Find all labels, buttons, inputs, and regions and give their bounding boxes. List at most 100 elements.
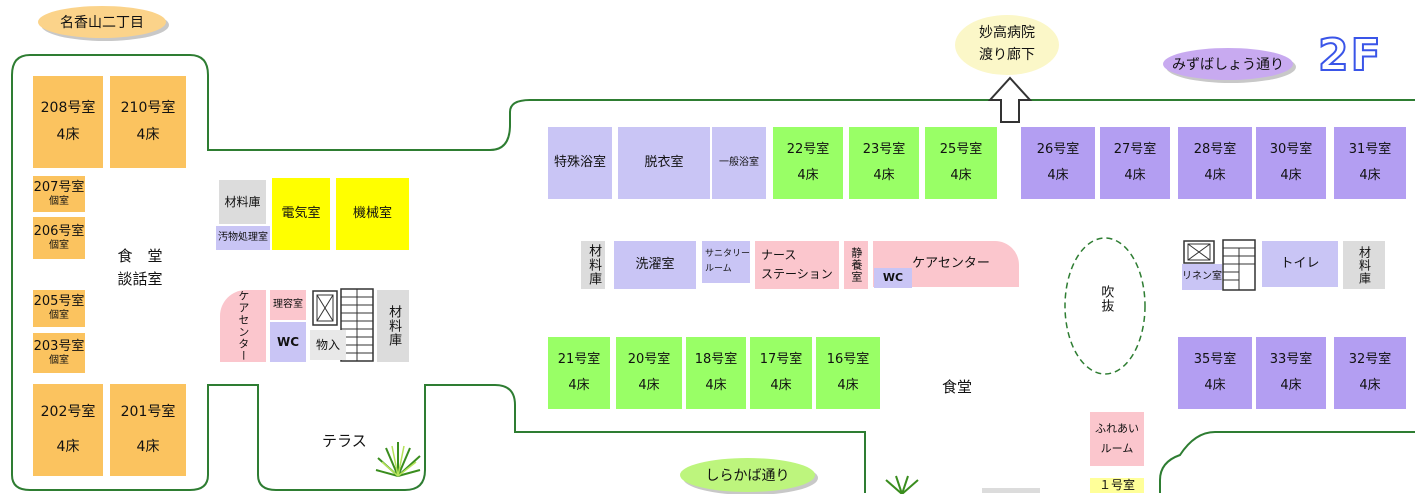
storage-right[interactable]: 材料庫 xyxy=(1343,241,1385,289)
room-33-name: 33号室 xyxy=(1269,351,1313,367)
room-208-beds: 4床 xyxy=(56,127,80,143)
room-33[interactable]: 33号室 4床 xyxy=(1256,337,1326,409)
room-30[interactable]: 30号室 4床 xyxy=(1256,127,1326,199)
elevator-icon-right xyxy=(1183,240,1215,264)
room-32-beds: 4床 xyxy=(1359,378,1381,393)
dining-left-line1: 食 堂 xyxy=(117,246,163,265)
room-207[interactable]: 207号室 個室 xyxy=(33,176,85,212)
soiled-utility-room[interactable]: 汚物処理室 xyxy=(216,226,270,250)
room-16-beds: 4床 xyxy=(837,378,859,393)
room-20-name: 20号室 xyxy=(627,351,671,367)
general-bath-label: 一般浴室 xyxy=(719,156,759,168)
myoko-line2: 渡り廊下 xyxy=(979,47,1035,63)
room-202-beds: 4床 xyxy=(56,439,80,455)
room-21[interactable]: 21号室 4床 xyxy=(548,337,610,409)
room-1-label: １号室 xyxy=(1098,478,1135,492)
meikoyama-text: 名香山二丁目 xyxy=(60,15,144,31)
room-203[interactable]: 203号室 個室 xyxy=(33,333,85,373)
sanitary-line2: ルーム xyxy=(705,264,732,274)
mizubasho-label: みずばしょう通り xyxy=(1163,48,1293,80)
gray-strip-bottom xyxy=(982,488,1040,493)
general-bath[interactable]: 一般浴室 xyxy=(712,127,766,199)
room-30-beds: 4床 xyxy=(1280,168,1302,183)
storage-mid[interactable]: 材料庫 xyxy=(219,180,266,224)
barber-room-label: 理容室 xyxy=(273,298,303,310)
room-205[interactable]: 205号室 個室 xyxy=(33,290,85,327)
linen-room[interactable]: リネン室 xyxy=(1182,264,1222,290)
room-202[interactable]: 202号室 4床 xyxy=(33,384,103,476)
room-201-beds: 4床 xyxy=(136,439,160,455)
room-33-beds: 4床 xyxy=(1280,378,1302,393)
special-bath[interactable]: 特殊浴室 xyxy=(548,127,612,199)
nurse-line1: ナース xyxy=(761,248,797,262)
nurse-station[interactable]: ナース ステーション xyxy=(755,241,839,289)
room-210-name: 210号室 xyxy=(120,99,176,116)
special-bath-label: 特殊浴室 xyxy=(553,154,606,170)
room-35[interactable]: 35号室 4床 xyxy=(1178,337,1252,409)
room-27-name: 27号室 xyxy=(1113,141,1157,157)
room-27[interactable]: 27号室 4床 xyxy=(1100,127,1170,199)
closet-mid-label: 物入 xyxy=(315,337,340,352)
stairs-icon xyxy=(340,288,374,362)
room-201[interactable]: 201号室 4床 xyxy=(110,384,186,476)
laundry-room[interactable]: 洗濯室 xyxy=(614,241,696,289)
room-26[interactable]: 26号室 4床 xyxy=(1021,127,1095,199)
room-32-name: 32号室 xyxy=(1348,351,1392,367)
sanitary-line1: サニタリー xyxy=(705,248,751,259)
wc-mid-label: WC xyxy=(276,334,300,349)
room-20[interactable]: 20号室 4床 xyxy=(616,337,682,409)
room-17-name: 17号室 xyxy=(759,351,803,367)
care-center-left[interactable]: ケアセンター xyxy=(220,290,266,362)
storage-center[interactable]: 材料庫 xyxy=(581,241,605,289)
room-210[interactable]: 210号室 4床 xyxy=(110,76,186,168)
room-206-type: 個室 xyxy=(49,239,69,251)
soiled-utility-label: 汚物処理室 xyxy=(218,231,268,243)
room-16-name: 16号室 xyxy=(826,351,870,367)
floor-number: 2F xyxy=(1317,29,1383,82)
room-203-type: 個室 xyxy=(49,354,69,366)
room-26-name: 26号室 xyxy=(1036,141,1080,157)
room-208-name: 208号室 xyxy=(40,99,96,116)
rest-room[interactable]: 静養室 xyxy=(844,241,868,289)
room-32[interactable]: 32号室 4床 xyxy=(1334,337,1406,409)
room-28[interactable]: 28号室 4床 xyxy=(1178,127,1252,199)
changing-room[interactable]: 脱衣室 xyxy=(618,127,710,199)
sanitary-room[interactable]: サニタリー ルーム xyxy=(702,241,750,283)
machine-room[interactable]: 機械室 xyxy=(336,178,409,250)
fureai-room[interactable]: ふれあい ルーム xyxy=(1090,412,1144,466)
room-16[interactable]: 16号室 4床 xyxy=(816,337,880,409)
room-35-beds: 4床 xyxy=(1204,378,1226,393)
room-18[interactable]: 18号室 4床 xyxy=(686,337,746,409)
wc-mid[interactable]: WC xyxy=(270,322,306,362)
room-207-type: 個室 xyxy=(49,195,69,207)
room-25[interactable]: 25号室 4床 xyxy=(925,127,997,199)
room-202-name: 202号室 xyxy=(40,403,96,420)
barber-room[interactable]: 理容室 xyxy=(270,290,306,320)
terrace-label: テラス xyxy=(322,432,367,450)
room-31-beds: 4床 xyxy=(1359,168,1381,183)
elevator-icon xyxy=(312,290,338,326)
room-206[interactable]: 206号室 個室 xyxy=(33,217,85,259)
room-31[interactable]: 31号室 4床 xyxy=(1334,127,1406,199)
wc-center[interactable]: WC xyxy=(874,268,912,288)
room-23[interactable]: 23号室 4床 xyxy=(849,127,919,199)
room-17[interactable]: 17号室 4床 xyxy=(750,337,812,409)
room-1[interactable]: １号室 xyxy=(1090,478,1144,493)
toilet-right[interactable]: トイレ xyxy=(1262,241,1338,287)
dining-lounge-left: 食 堂 談話室 xyxy=(100,240,180,296)
room-208[interactable]: 208号室 4床 xyxy=(33,76,103,168)
care-center-left-label: ケアセンター xyxy=(236,290,250,362)
shirakaba-text: しらかば通り xyxy=(705,468,790,484)
room-30-name: 30号室 xyxy=(1269,141,1313,157)
shirakaba-label: しらかば通り xyxy=(680,458,815,492)
room-28-name: 28号室 xyxy=(1193,141,1237,157)
room-23-name: 23号室 xyxy=(862,141,906,157)
changing-room-label: 脱衣室 xyxy=(644,154,684,170)
electric-room[interactable]: 電気室 xyxy=(272,178,330,250)
room-205-name: 205号室 xyxy=(33,294,85,310)
room-22[interactable]: 22号室 4床 xyxy=(773,127,843,199)
closet-mid[interactable]: 物入 xyxy=(310,330,346,360)
toilet-right-label: トイレ xyxy=(1280,255,1320,271)
storage-mid2[interactable]: 材料庫 xyxy=(377,290,409,362)
